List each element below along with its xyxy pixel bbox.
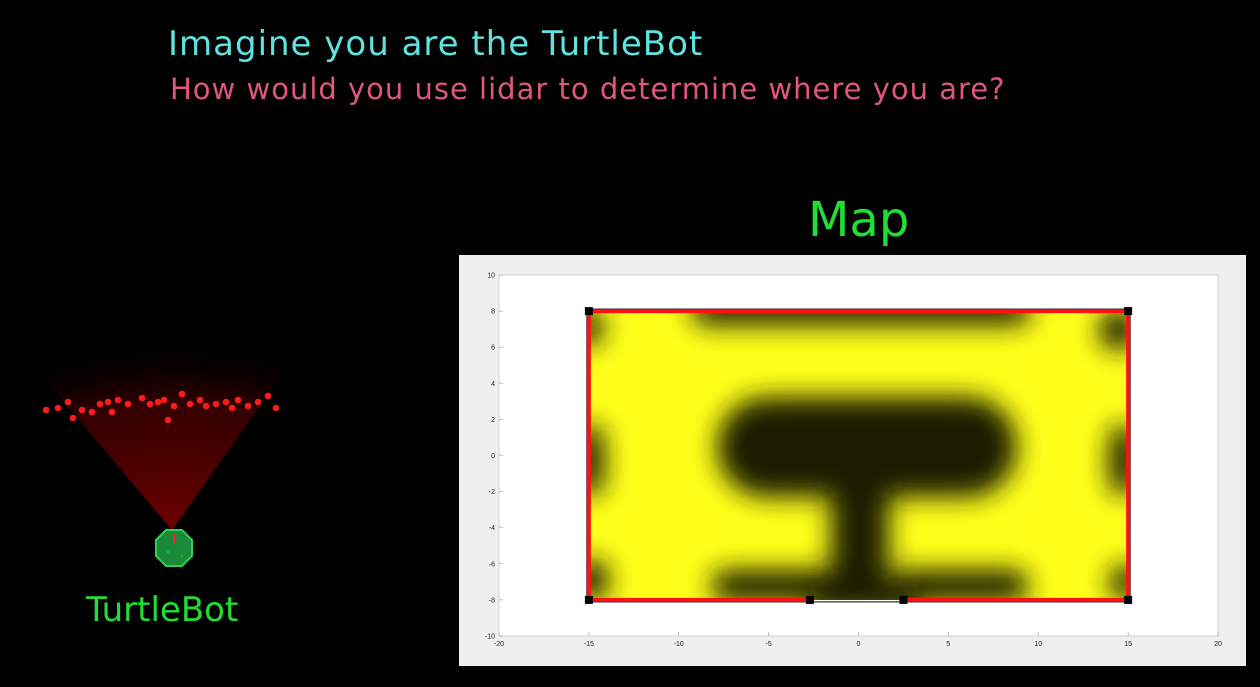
lidar-points [42, 390, 280, 424]
lidar-point [108, 408, 116, 416]
likelihood-field [590, 312, 1130, 600]
y-tick-label: 8 [491, 309, 495, 316]
lidar-point [154, 398, 162, 406]
y-tick-label: -10 [485, 634, 495, 641]
y-tick-label: 0 [491, 453, 495, 460]
y-tick-label: 6 [491, 345, 495, 352]
y-tick-label: 4 [491, 381, 495, 388]
x-tick-label: 20 [1214, 641, 1222, 648]
y-tick-label: -4 [489, 525, 495, 532]
x-tick-label: -15 [584, 641, 594, 648]
lidar-point [104, 398, 112, 406]
lidar-point [160, 396, 168, 404]
lidar-point [234, 396, 242, 404]
wall-corner [1124, 307, 1133, 316]
lidar-point [146, 400, 154, 408]
lidar-point [244, 402, 252, 410]
lidar-point [96, 400, 104, 408]
y-tick-label: 10 [487, 273, 495, 280]
lidar-point [186, 400, 194, 408]
wall-corner [1124, 595, 1133, 604]
lidar-scan-diagram [20, 350, 300, 567]
lidar-point [212, 400, 220, 408]
lidar-point [69, 414, 77, 422]
x-tick-label: 5 [946, 641, 950, 648]
lidar-point [272, 404, 280, 412]
x-tick-label: -20 [494, 641, 504, 648]
turtlebot-label: TurtleBot [86, 590, 239, 630]
y-tick-label: -2 [489, 489, 495, 496]
lidar-point [42, 406, 50, 414]
y-tick-label: -8 [489, 597, 495, 604]
lidar-point [228, 404, 236, 412]
x-tick-label: -10 [674, 641, 684, 648]
lidar-point [78, 406, 86, 414]
lidar-point [164, 416, 172, 424]
lidar-point [264, 392, 272, 400]
x-tick-label: 10 [1034, 641, 1042, 648]
lidar-point [170, 402, 178, 410]
lidar-point [54, 404, 62, 412]
map-walls [584, 307, 1133, 604]
lidar-point [138, 394, 146, 402]
lidar-cone [20, 350, 300, 530]
slide-title: Imagine you are the TurtleBot [168, 24, 704, 64]
y-tick-label: 2 [491, 417, 495, 424]
lidar-point [202, 402, 210, 410]
lidar-point [196, 396, 204, 404]
lidar-point [222, 398, 230, 406]
y-tick-label: -6 [489, 561, 495, 568]
lidar-point [64, 398, 72, 406]
lidar-point [178, 390, 186, 398]
wall-corner [584, 307, 593, 316]
wall-corner [805, 595, 814, 604]
x-tick-label: -5 [766, 641, 772, 648]
lidar-point [114, 396, 122, 404]
x-tick-label: 15 [1124, 641, 1132, 648]
wall-corner [899, 595, 908, 604]
map-title: Map [808, 192, 910, 248]
slide-question: How would you use lidar to determine whe… [170, 72, 1006, 106]
wall-corner [584, 595, 593, 604]
lidar-point [124, 400, 132, 408]
lidar-point [254, 398, 262, 406]
lidar-point [88, 408, 96, 416]
x-tick-label: 0 [857, 641, 861, 648]
